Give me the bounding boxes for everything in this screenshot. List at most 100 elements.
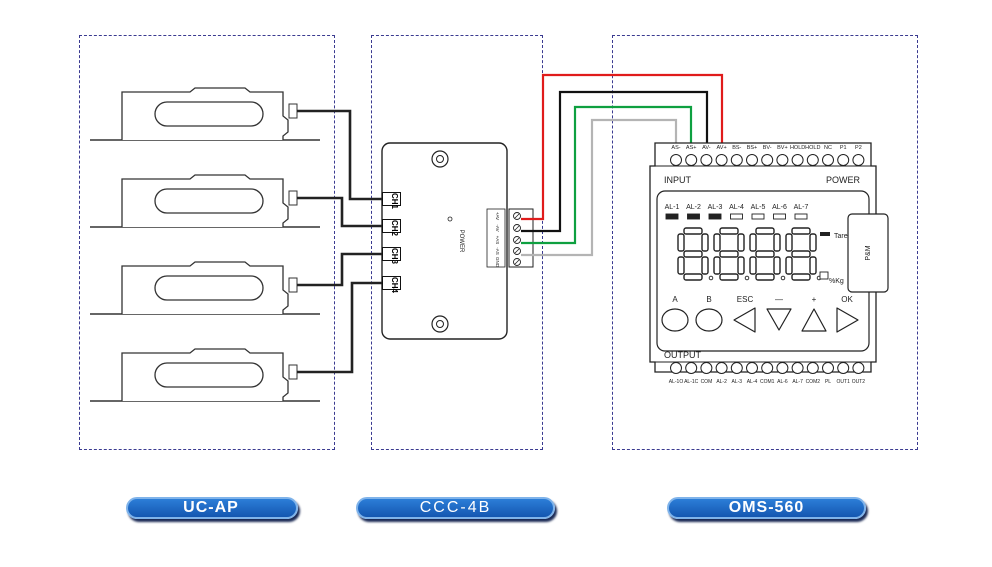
digit-segment [713, 233, 721, 252]
digit-segment [683, 250, 703, 258]
channel-label-2: CH2 [382, 219, 401, 236]
top-terminal-label: BV- [763, 145, 772, 151]
top-terminal-label: NC [824, 145, 832, 151]
terminal-screw [852, 362, 865, 374]
seven-segment-display [677, 227, 822, 281]
oms-560-panel [612, 35, 918, 450]
bottom-terminal-label: COM1 [760, 379, 775, 385]
alarm-indicator [751, 213, 765, 220]
top-terminal-label: BV+ [777, 145, 788, 151]
alarm-indicator [773, 213, 786, 220]
top-terminal-label: P2 [855, 145, 862, 151]
digit-segment [737, 233, 745, 252]
terminal-screw [776, 154, 789, 166]
junction-terminal-label: -AV [495, 224, 500, 231]
digit-segment [785, 256, 793, 275]
alarm-label: AL-3 [708, 204, 723, 211]
digit-segment [737, 256, 745, 275]
junction-terminal-label: +AS [495, 236, 500, 245]
digit-segment [773, 233, 781, 252]
alarm-indicator [794, 213, 808, 220]
button-down[interactable] [766, 308, 792, 331]
digit-segment [719, 273, 739, 281]
digit-segment [719, 250, 739, 258]
button-a[interactable] [661, 308, 689, 332]
side-label: P&M [865, 245, 872, 260]
junction-terminal-label: -AS [495, 247, 500, 255]
digit-segment [683, 227, 703, 235]
bottom-terminal-label: AL-7 [792, 379, 803, 385]
terminal-screw [837, 154, 850, 166]
terminal-screw [806, 154, 819, 166]
terminal-screw [670, 362, 682, 374]
indicator-top-terminals [670, 154, 865, 166]
model-pill-uc-ap: UC-AP [126, 497, 298, 519]
digit-segment [683, 273, 703, 281]
output-label: OUTPUT [664, 350, 702, 360]
terminal-screw [791, 154, 804, 166]
top-terminal-label: BS- [732, 145, 741, 151]
bottom-terminal-label: AL-3 [732, 379, 743, 385]
bottom-terminal-label: OUT2 [852, 379, 866, 385]
alarm-label: AL-4 [729, 204, 744, 211]
alarm-label: AL-5 [751, 204, 766, 211]
bottom-terminal-label: AL-1C [684, 379, 699, 385]
top-terminal-label: BS+ [747, 145, 758, 151]
model-name-uc-ap: UC-AP [183, 499, 239, 516]
wire-gray [521, 118, 678, 257]
button-esc[interactable] [733, 307, 756, 333]
alarm-label: AL-6 [772, 204, 787, 211]
terminal-screw [715, 154, 728, 166]
digit-segment [701, 233, 709, 252]
alarm-label: AL-7 [794, 204, 809, 211]
channel-label-1: CH1 [382, 192, 401, 209]
terminal-screw [806, 362, 819, 374]
bottom-terminal-label: AL-1O [669, 379, 684, 385]
terminal-screw [730, 362, 743, 374]
terminal-screw [700, 362, 713, 374]
bottom-terminal-label: AL-6 [777, 379, 788, 385]
indicator-bottom-terminals [670, 362, 865, 374]
decimal-point [708, 275, 714, 281]
digit-segment [755, 227, 775, 235]
button-label: — [775, 295, 783, 304]
junction-terminal-label: +AV [495, 212, 500, 220]
terminal-screw [746, 154, 758, 166]
channel-label-3: CH3 [382, 247, 401, 264]
terminal-screw [776, 362, 789, 374]
digit-segment [755, 273, 775, 281]
cell-cables [297, 109, 382, 374]
terminal-screw [685, 362, 698, 374]
signal-wires [521, 73, 724, 257]
terminal-screw [685, 154, 698, 166]
terminal-screw [700, 154, 713, 166]
digit-segment [791, 250, 811, 258]
uc-ap-panel [79, 35, 335, 450]
model-name-oms-560: OMS-560 [728, 499, 805, 516]
digit-segment [749, 233, 757, 252]
bottom-terminal-label: PL [825, 379, 831, 385]
button-b[interactable] [695, 308, 723, 332]
input-label: INPUT [664, 175, 692, 185]
bottom-terminal-label: AL-2 [716, 379, 727, 385]
load-cell-3 [90, 261, 320, 315]
top-terminal-label: HOLD [790, 145, 805, 151]
terminal-screw [761, 154, 774, 166]
load-cell-1 [90, 87, 320, 141]
top-terminal-label: AS+ [686, 145, 697, 151]
digit-segment [701, 256, 709, 275]
digit-segment [773, 256, 781, 275]
button-label: B [706, 295, 711, 304]
terminal-screw [730, 154, 743, 166]
top-terminal-label: AS- [671, 145, 680, 151]
bottom-terminal-label: COM2 [806, 379, 821, 385]
wire-green [521, 105, 693, 245]
terminal-screw [670, 154, 682, 166]
digit-segment [713, 256, 721, 275]
button-up[interactable] [801, 308, 827, 332]
alarm-indicator [730, 213, 743, 220]
model-pill-oms-560: OMS-560 [667, 497, 866, 519]
button-ok[interactable] [836, 307, 859, 333]
